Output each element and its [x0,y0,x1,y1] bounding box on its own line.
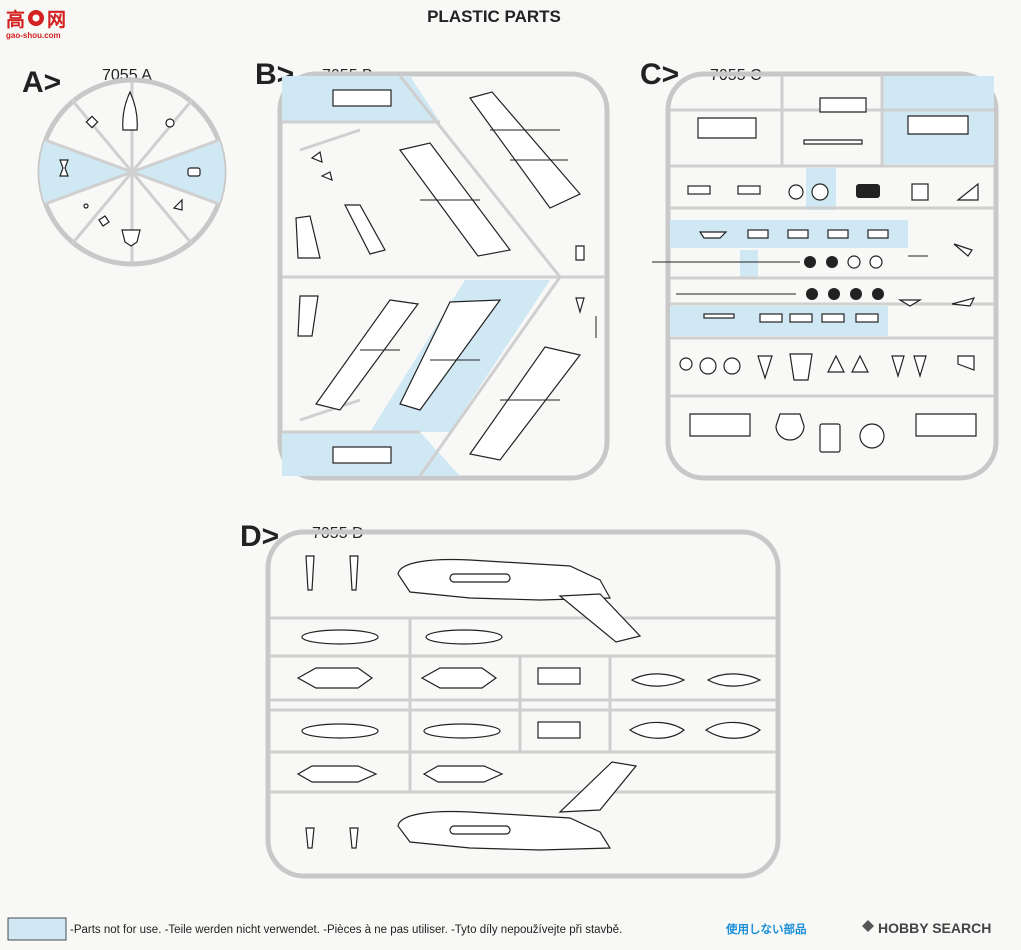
sprue-b-wing-upper-1 [469,91,581,209]
sprue-a-canopy [121,229,141,247]
legend-swatch [7,917,67,941]
watermark-left: 高 网 gao-shou.com [6,8,66,40]
sprue-a-unused-right [132,140,225,204]
sprue-d-pylon-2 [349,555,359,591]
sprue-d-frame [265,529,781,879]
sprue-b-small-2 [320,171,333,181]
sprue-b-small-1 [310,150,323,163]
sprue-b-runners [282,75,605,477]
page-title: PLASTIC PARTS [427,7,561,26]
sprue-d-rocket-4 [422,765,504,783]
sprue-a-part-tri [172,198,183,211]
sprue-d-leaf-3 [628,721,686,739]
sprue-d-tank-3 [301,723,379,739]
sprue-b-small-4 [575,297,585,315]
sprue-d-leaf-1 [630,673,686,687]
sprue-c-bottom-row [689,413,977,453]
watermark-left-url: gao-shou.com [6,31,61,40]
sprue-c-letter: C> [640,58,679,91]
sprue-a-unused-left [39,140,132,204]
sprue-a-nose-cone [122,90,138,131]
watermark-left-glyph-1: 高 [6,8,25,31]
sprue-a-part-dot [83,203,89,209]
watermark-left-glyph-2: 网 [47,9,66,31]
sprue-d-block-2 [537,721,581,739]
sprue-a-part-square [85,115,99,129]
sprue-b-drop-tank [332,89,392,107]
sprue-a-letter: A> [22,66,61,99]
sprue-b-panel-lines [360,129,597,401]
sprue-d: D> 7055 D [240,520,781,879]
logo-icon [28,10,44,26]
sprue-b: B> 7055 B [255,58,610,481]
sprue-d-rocket-1 [296,667,374,689]
sprue-d-pylon-3 [305,827,315,849]
sprue-b-stab [344,204,386,255]
sprue-b-wing-lower-1 [315,299,420,411]
sprue-d-pylon-4 [349,827,359,849]
sprue-c-unused-block [740,250,758,278]
sprue-d-rocket-2 [420,667,498,689]
sprue-d-tank-4 [423,723,501,739]
sprue-d-tank-1 [301,629,379,645]
sprue-c-runners [670,76,994,398]
sprue-d-block-1 [537,667,581,685]
sprue-c-row-small-parts [687,182,979,201]
sprue-b-small-3 [575,245,585,261]
sprue-d-tail-lower [558,761,638,813]
sprue-b-tail-fin [295,215,321,259]
sprue-b-drop-tank-2 [332,446,392,464]
sprue-b-wing-lower-2 [399,299,502,411]
sprue-d-tank-2 [425,629,503,645]
sprue-b-wing-lower-3 [468,346,582,461]
sprue-d-cockpit-opening-1 [449,573,511,583]
sprue-d-rocket-3 [296,765,378,783]
sprue-c-wheels-row [652,255,976,307]
sprue-d-pylon-1 [305,555,315,591]
sprue-d-cockpit-opening-2 [449,825,511,835]
sprue-c-row-4-parts [679,353,975,381]
sprue-c-row-3-parts [703,313,879,323]
hobby-search-icon [862,920,874,932]
sprue-d-leaf-2 [706,673,762,687]
sprue-d-leaf-4 [704,721,762,739]
sprue-a-part-small [187,167,201,177]
sprue-a-part-strut [59,159,69,177]
sprue-c-frame [665,71,999,481]
legend-jp-text: 使用しない部品 [725,922,807,936]
sprue-c: C> 7055 C [640,58,999,481]
sprue-d-tail-upper [558,593,642,643]
sprue-a-part-bracket [98,215,110,227]
sprue-b-frame [277,71,610,481]
watermark-right-brand: HOBBY SEARCH [878,920,991,936]
sprue-a-part-ring [165,118,175,128]
sprue-c-cockpit-tub [697,117,757,139]
sprue-c-row-2-parts [698,229,973,257]
sprue-a-spokes [44,82,220,262]
sprue-d-runners [270,616,776,794]
legend-text: -Parts not for use. -Teile werden nicht … [70,924,622,936]
legend: -Parts not for use. -Teile werden nicht … [7,917,807,941]
sprue-c-seat-assembly [819,97,867,113]
sprue-a: A> 7055 A [22,66,227,267]
sprue-c-intake [907,115,969,135]
sprue-c-rod [803,139,863,145]
sprue-b-fin-left [297,295,319,337]
watermark-right: HOBBY SEARCH [862,920,991,936]
